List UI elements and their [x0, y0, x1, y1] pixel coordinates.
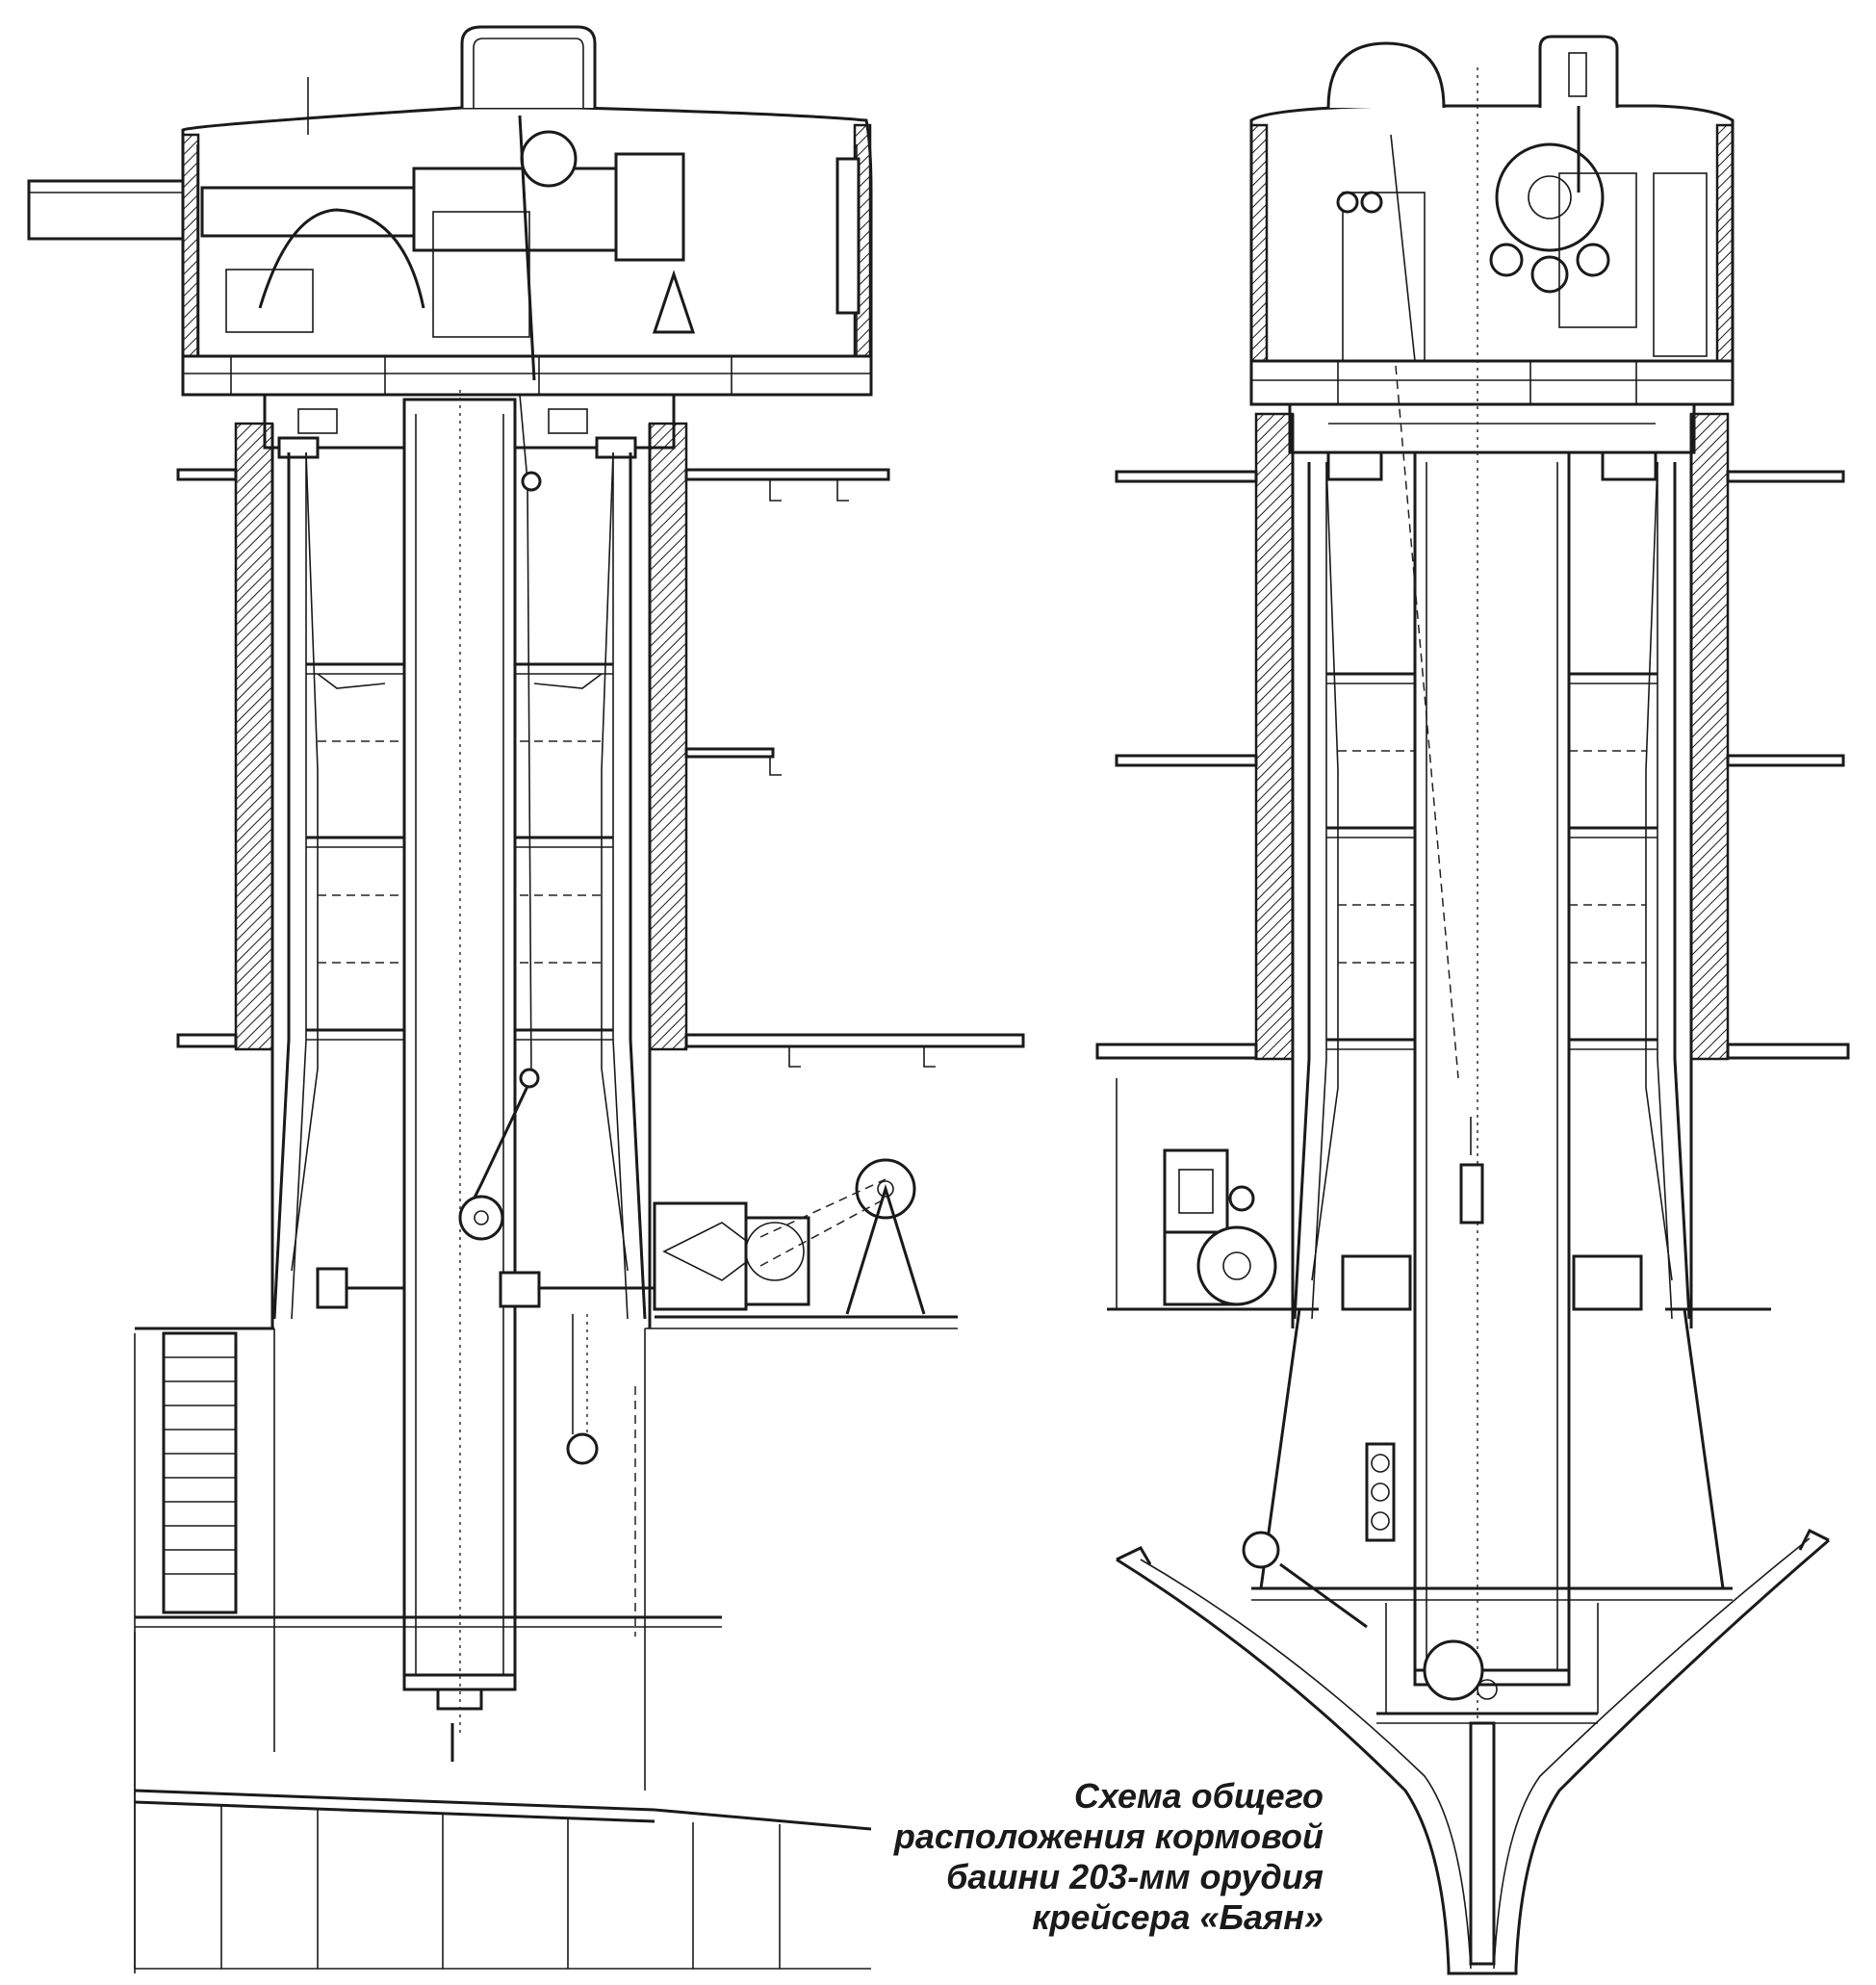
caption-line: расположения кормовой: [893, 1817, 1323, 1856]
left-plumb-weight: [566, 1314, 599, 1465]
left-barbette: [234, 422, 688, 1328]
right-section-view: [1095, 35, 1850, 1975]
right-turret-house: [1249, 35, 1735, 406]
right-training-motor: [1116, 1078, 1277, 1309]
right-decks: [1095, 470, 1850, 1311]
left-hoist-tube: [402, 390, 542, 1733]
right-barbette: [1254, 412, 1730, 1328]
right-lower-structure: [1116, 1308, 1830, 1975]
caption-line: крейсера «Баян»: [1032, 1897, 1323, 1937]
left-decks: [135, 468, 1025, 1330]
caption-line: Схема общего: [1073, 1776, 1323, 1816]
left-rotating-trunk: [272, 451, 647, 1320]
right-rotating-trunk: [1293, 461, 1691, 1320]
left-section-view: [27, 25, 1025, 1973]
caption-line: башни 203-мм орудия: [946, 1857, 1323, 1896]
right-hoist-tube: [1395, 67, 1571, 1925]
left-hull-structure: [134, 1328, 872, 1973]
left-training-gear: [653, 1158, 926, 1315]
left-turret-house: [181, 25, 873, 397]
drawing-caption: Схема общего расположения кормовой башни…: [871, 1776, 1323, 1938]
